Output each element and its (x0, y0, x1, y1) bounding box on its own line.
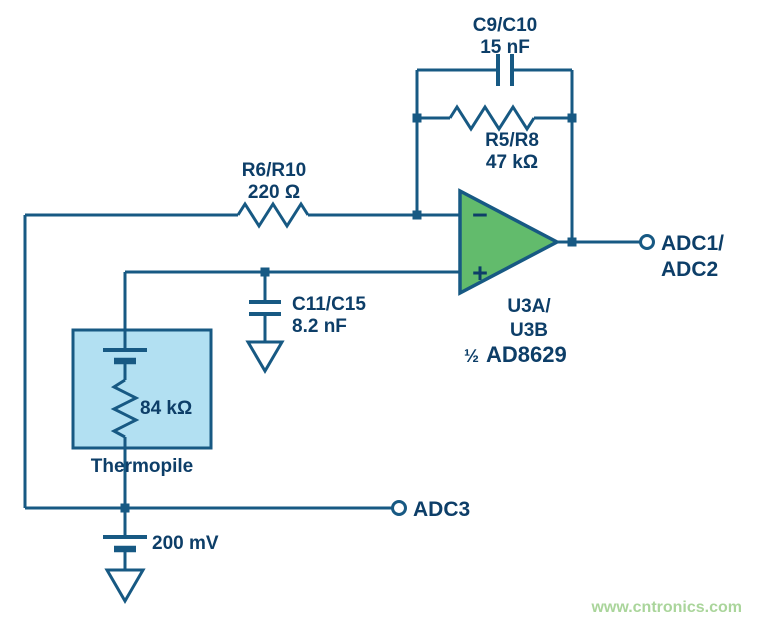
junction-dot-bottom-node (120, 503, 130, 513)
label-bias-source-value: 200 mV (152, 533, 219, 554)
junction-dot-r5-right (567, 113, 577, 123)
opamp-inverting-sign: − (472, 200, 488, 230)
opamp-noninverting-sign: + (472, 258, 488, 288)
label-opamp-gain-prefix: ½ (464, 346, 479, 366)
label-opamp-ref-line1: U3A/ (507, 296, 551, 317)
label-r5-r8-ref: R5/R8 (485, 130, 539, 151)
label-opamp-part-number: AD8629 (486, 342, 567, 367)
opamp-triangle (458, 188, 561, 296)
watermark-text: www.cntronics.com (590, 599, 742, 616)
label-thermopile-resistance: 84 kΩ (140, 398, 192, 419)
label-c11-c15-ref: C11/C15 (292, 294, 366, 315)
label-c9-c10-ref: C9/C10 (473, 15, 537, 36)
label-r5-r8-value: 47 kΩ (486, 152, 538, 173)
label-c11-c15-value: 8.2 nF (292, 316, 347, 337)
resistor-r6-r10 (236, 201, 310, 229)
terminal-adc1-adc2 (639, 234, 655, 250)
junction-dot-c11-branch (260, 267, 270, 277)
label-r6-r10-ref: R6/R10 (242, 160, 306, 181)
label-r6-r10-value: 220 Ω (248, 182, 300, 203)
junction-dot-output (567, 237, 577, 247)
label-terminal-adc3: ADC3 (413, 498, 470, 521)
label-thermopile: Thermopile (91, 456, 193, 477)
label-opamp-ref-line2: U3B (510, 320, 548, 341)
resistor-thermopile-internal (110, 378, 140, 439)
resistor-r5-r8 (448, 104, 536, 132)
terminal-adc3 (391, 500, 407, 516)
junction-dot-feedback-left-input (412, 210, 422, 220)
label-opamp-part: ½ AD8629 (464, 342, 567, 367)
label-c9-c10-value: 15 nF (480, 37, 530, 58)
thermopile-box (71, 328, 213, 450)
ground-symbol-c11 (245, 340, 285, 374)
label-terminal-adc2: ADC2 (661, 258, 718, 281)
label-terminal-adc1: ADC1/ (661, 232, 724, 255)
junction-dot-r5-left (412, 113, 422, 123)
ground-symbol-bias (104, 568, 146, 604)
